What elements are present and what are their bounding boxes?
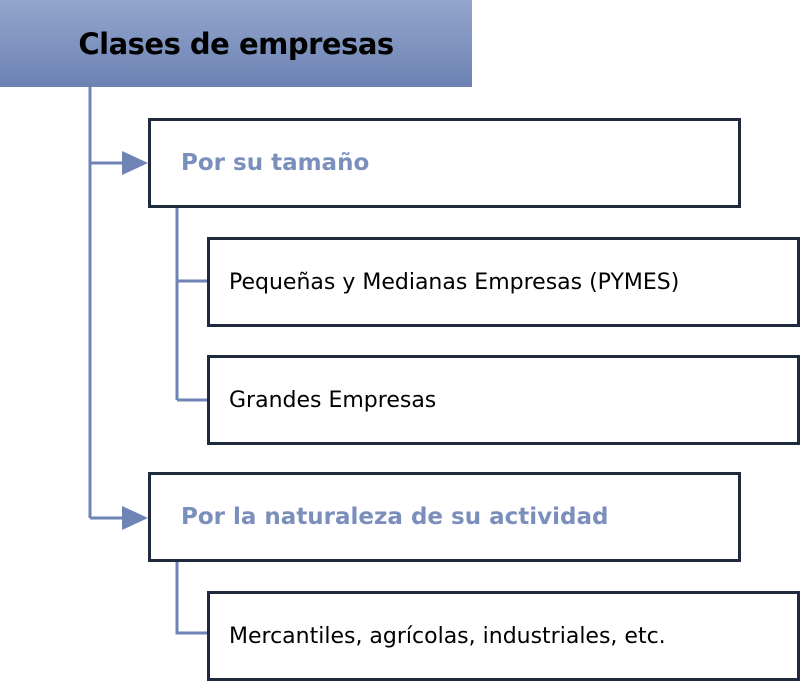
category-label: Por la naturaleza de su actividad xyxy=(181,504,609,530)
child-label: Pequeñas y Medianas Empresas (PYMES) xyxy=(229,269,680,295)
root-title: Clases de empresas xyxy=(78,26,394,61)
child-node-pymes: Pequeñas y Medianas Empresas (PYMES) xyxy=(207,237,800,327)
arrow-icon xyxy=(122,151,148,175)
child-node-mercantiles: Mercantiles, agrícolas, industriales, et… xyxy=(207,591,800,681)
child-node-grandes: Grandes Empresas xyxy=(207,355,800,445)
arrow-icon xyxy=(122,506,148,530)
connector-tamano-children xyxy=(175,207,207,402)
child-label: Grandes Empresas xyxy=(229,387,437,413)
child-label: Mercantiles, agrícolas, industriales, et… xyxy=(229,623,666,649)
root-node: Clases de empresas xyxy=(0,0,472,87)
connector-naturaleza-children xyxy=(175,562,207,635)
category-node-tamano: Por su tamaño xyxy=(148,118,741,208)
category-node-naturaleza: Por la naturaleza de su actividad xyxy=(148,472,741,562)
category-label: Por su tamaño xyxy=(181,150,370,176)
